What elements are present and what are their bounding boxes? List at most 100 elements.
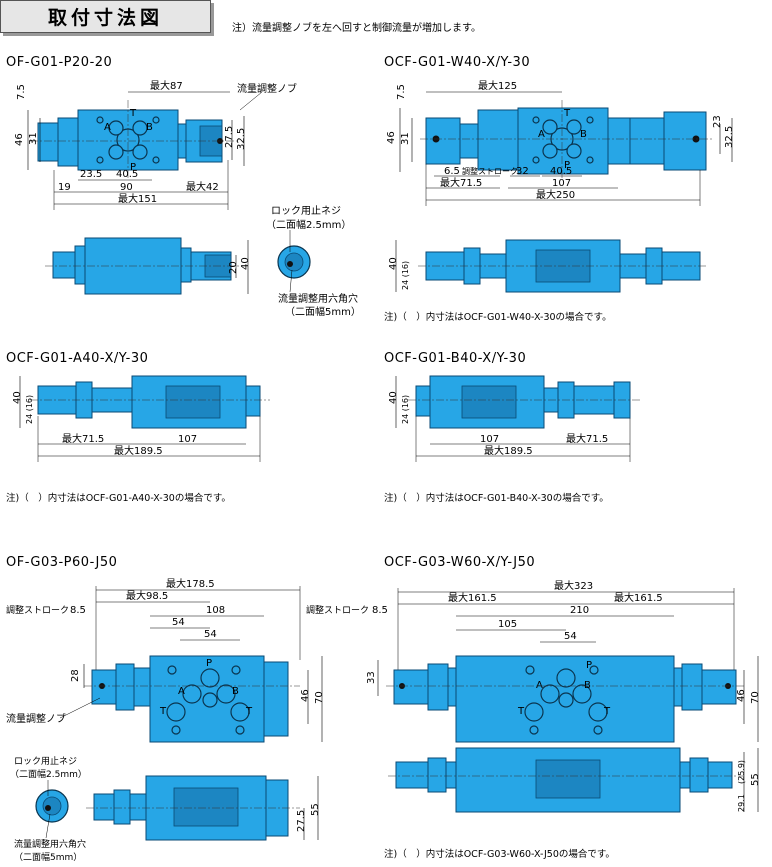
- dim-s1-46: 46: [14, 133, 25, 146]
- dim-s2-24-16: 24 (16): [401, 261, 410, 290]
- port-b-s5: B: [232, 686, 239, 697]
- dim-s2-23: 23: [712, 115, 723, 128]
- dim-s5-46: 46: [300, 689, 311, 702]
- dim-s6-70: 70: [750, 691, 761, 704]
- dim-s1-7-5: 7.5: [16, 84, 27, 100]
- dim-s6-max161-5a: 最大161.5: [448, 591, 497, 604]
- callout-hex-hole-size-s5: （二面幅5mm）: [14, 851, 82, 863]
- section-6-drawing: 最大323 最大161.5 最大161.5 調整ストローク 8.5 210 10…: [306, 579, 761, 813]
- port-a-s5: A: [178, 686, 185, 697]
- dim-s1-max151: 最大151: [118, 192, 157, 205]
- dim-s1-27-5: 27.5: [224, 126, 235, 148]
- knob-end-view-s1: [277, 245, 311, 279]
- port-a-s2: A: [538, 129, 545, 140]
- dim-s2-32-5: 32.5: [724, 126, 735, 148]
- port-a-s1: A: [104, 122, 111, 133]
- dim-s1-20: 20: [228, 261, 239, 274]
- callout-lock-screw-s5: ロック用止ネジ: [14, 755, 77, 767]
- dim-s2-max71-5: 最大71.5: [440, 176, 482, 189]
- port-t-s6-left: T: [517, 706, 525, 717]
- note-a40: 注)（ ）内寸法はOCF-G01-A40-X-30の場合です。: [6, 493, 231, 504]
- note-b40: 注)（ ）内寸法はOCF-G01-B40-X-30の場合です。: [384, 493, 609, 504]
- dim-s2-40: 40: [388, 257, 399, 270]
- section-1-drawing: A B T P 最大87 7.5 46 31 27.5 32.5 流量調整ノブ …: [14, 79, 361, 318]
- valve-side-view-s6: [395, 747, 733, 813]
- title-ocf-g01-b40: OCF-G01-B40-X/Y-30: [384, 351, 527, 366]
- header-title-box: 取付寸法図: [0, 0, 211, 33]
- dim-s5-54a: 54: [172, 617, 185, 628]
- dim-s1-31: 31: [28, 132, 39, 145]
- dim-s1-90: 90: [120, 182, 133, 193]
- dim-s5-max178-5: 最大178.5: [166, 577, 215, 590]
- dim-s6-210: 210: [570, 605, 589, 616]
- valve-view-s4: [415, 375, 631, 429]
- dim-s5-55: 55: [310, 803, 321, 816]
- dim-s3-max189-5: 最大189.5: [114, 444, 163, 457]
- callout-stroke-s6: 調整ストローク: [306, 604, 369, 616]
- callout-knob-s5: 流量調整ノブ: [6, 712, 66, 725]
- callout-lock-screw-s1: ロック用止ネジ: [271, 205, 341, 217]
- dim-s3-24-16: 24 (16): [25, 395, 34, 424]
- dim-s5-8-5: 8.5: [70, 605, 86, 616]
- dim-s3-max71-5: 最大71.5: [62, 432, 104, 445]
- dim-s2-107: 107: [552, 178, 571, 189]
- section-5-drawing: 最大178.5 最大98.5 調整ストローク 8.5 108 54 54: [6, 577, 325, 863]
- callout-stroke-s5: 調整ストローク: [6, 604, 69, 616]
- dim-s2-7-5: 7.5: [396, 84, 407, 100]
- title-ocf-g03-w60: OCF-G03-W60-X/Y-J50: [384, 555, 536, 570]
- dim-s1-19: 19: [58, 182, 71, 193]
- port-p-s5: P: [206, 658, 212, 669]
- title-ocf-g01-w40: OCF-G01-W40-X/Y-30: [384, 55, 531, 70]
- header-title: 取付寸法図: [47, 7, 163, 29]
- dim-s5-27-5: 27.5: [296, 810, 307, 832]
- dim-s5-54b: 54: [204, 629, 217, 640]
- dim-s6-max323: 最大323: [554, 579, 593, 592]
- valve-top-view-s5: [91, 655, 289, 743]
- dim-s1-max42: 最大42: [186, 180, 219, 193]
- dim-s1-40-5: 40.5: [116, 169, 138, 180]
- port-t-s6-right: T: [603, 706, 611, 717]
- section-4-drawing: 40 24 (16) 107 最大71.5 最大189.5: [388, 375, 640, 462]
- dim-s3-40: 40: [12, 391, 23, 404]
- callout-hex-hole-size-s1: （二面幅5mm）: [285, 305, 361, 318]
- dim-s2-31: 31: [400, 132, 411, 145]
- callout-lock-screw-size-s5: （二面幅2.5mm）: [10, 768, 87, 780]
- port-t-s1: T: [129, 108, 137, 119]
- dim-s2-max125: 最大125: [478, 79, 517, 92]
- dim-s2-46: 46: [386, 131, 397, 144]
- dim-s4-24-16: 24 (16): [401, 395, 410, 424]
- port-p-s1: P: [130, 162, 136, 173]
- dim-s2-32: 32: [516, 166, 529, 177]
- section-2-drawing: A B T P 最大125 7.5 46 31 23 32.5 6.5 調整スト…: [386, 79, 735, 293]
- dim-s5-108: 108: [206, 605, 225, 616]
- dim-s6-105: 105: [498, 619, 517, 630]
- callout-knob-s1: 流量調整ノブ: [237, 82, 297, 95]
- port-p-s2: P: [564, 160, 570, 171]
- dim-s4-40: 40: [388, 391, 399, 404]
- dim-s6-33: 33: [366, 671, 377, 684]
- port-a-s6: A: [536, 680, 543, 691]
- dim-s2-40-5: 40.5: [550, 166, 572, 177]
- dim-s1-max87: 最大87: [150, 79, 183, 92]
- port-t-s5-left: T: [159, 706, 167, 717]
- dim-s6-25-9: (25.9): [737, 760, 746, 784]
- port-t-s5-right: T: [245, 706, 253, 717]
- dim-s6-max161-5b: 最大161.5: [614, 591, 663, 604]
- callout-lock-screw-size-s1: （二面幅2.5mm）: [266, 218, 351, 231]
- dim-s1-32-5: 32.5: [236, 128, 247, 150]
- port-p-s6: P: [586, 660, 592, 671]
- dim-s6-29-1: 29.1: [737, 794, 746, 812]
- valve-view-s3: [37, 375, 261, 429]
- port-t-s2: T: [563, 108, 571, 119]
- callout-stroke-s2: 調整ストローク: [462, 166, 518, 176]
- valve-top-view-s6: [393, 655, 737, 743]
- dim-s6-46: 46: [736, 689, 747, 702]
- title-of-g01-p20-20: OF-G01-P20-20: [6, 55, 113, 70]
- dim-s2-max250: 最大250: [536, 188, 575, 201]
- dim-s3-107: 107: [178, 434, 197, 445]
- dim-s4-max189-5: 最大189.5: [484, 444, 533, 457]
- callout-hex-hole-s5: 流量調整用六角穴: [14, 838, 86, 850]
- dim-s5-70: 70: [314, 691, 325, 704]
- valve-top-view-s2: [425, 107, 707, 175]
